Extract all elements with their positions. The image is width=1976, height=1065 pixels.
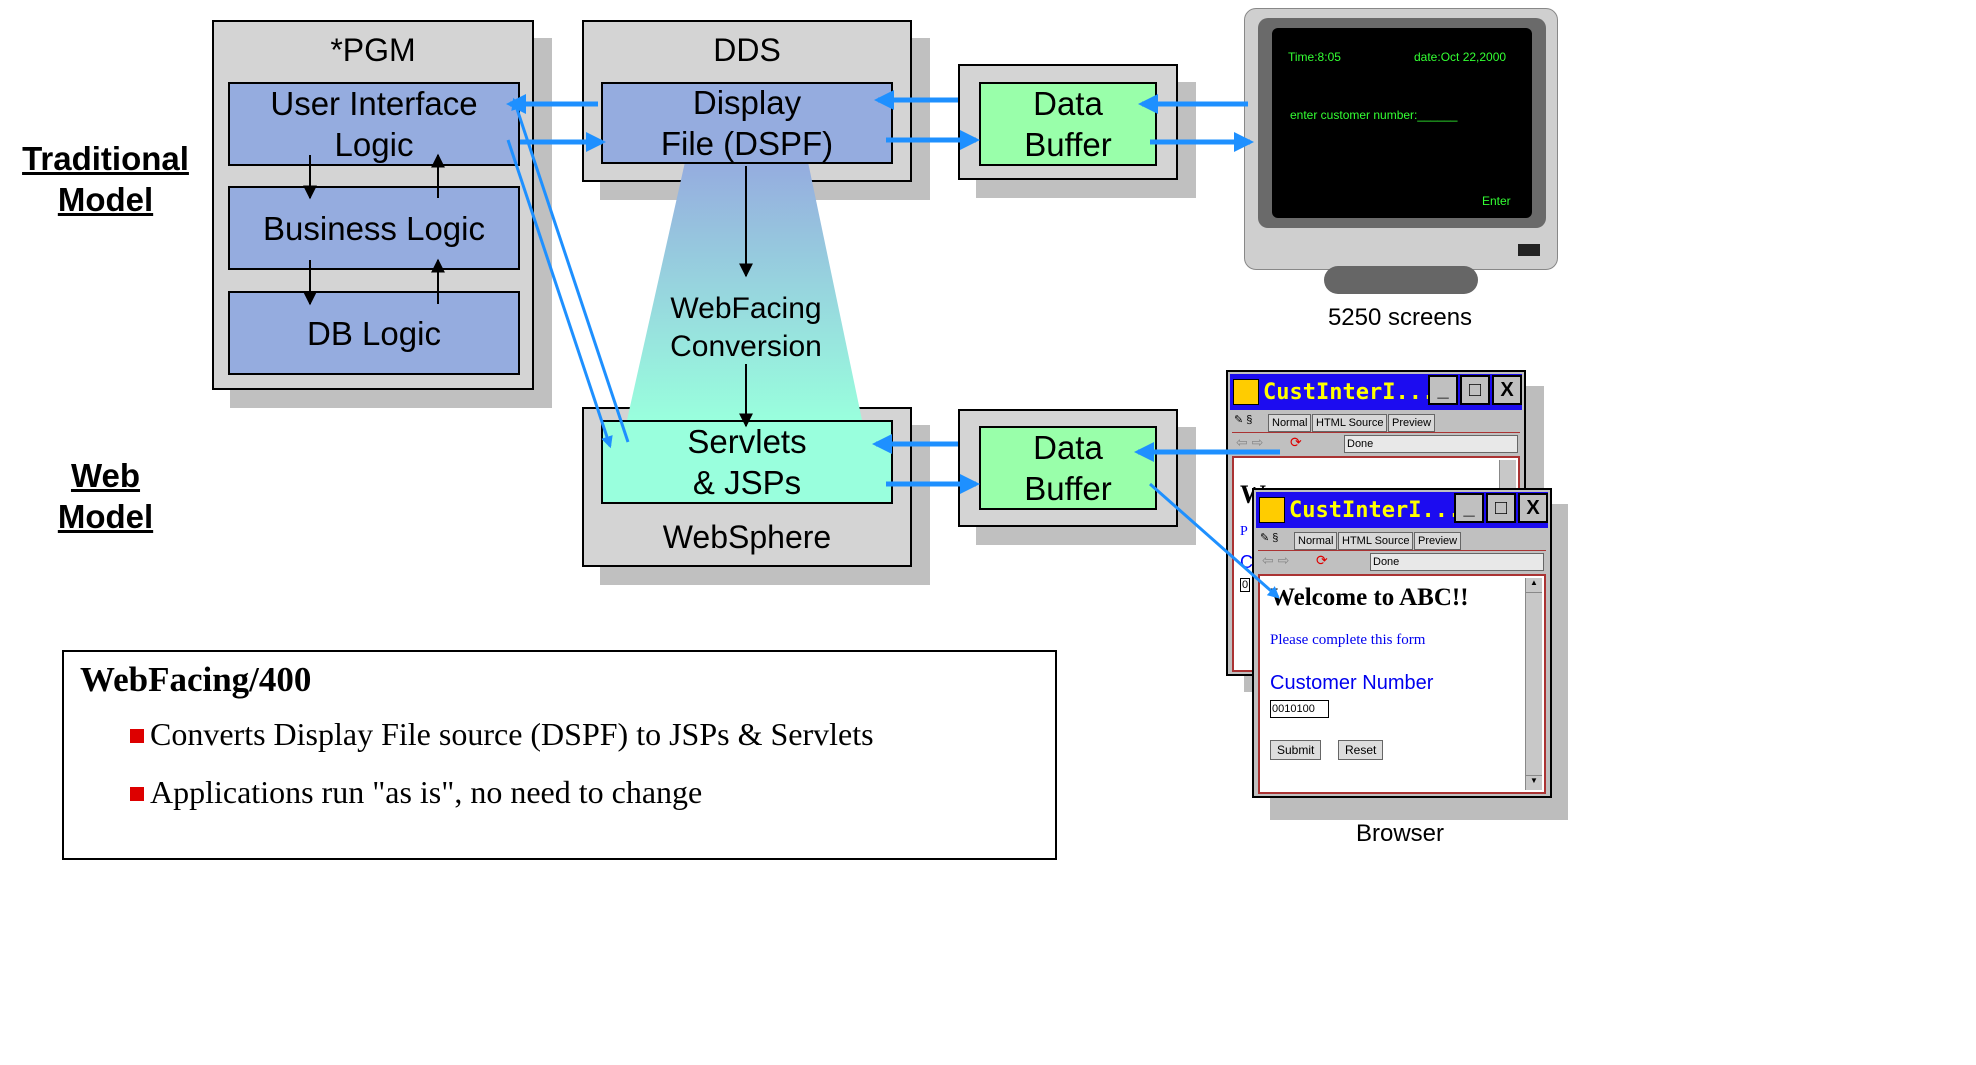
dds-title: DDS	[713, 32, 781, 68]
monitor-stand	[1324, 266, 1478, 294]
servlets-line2: & JSPs	[692, 464, 802, 501]
db-logic-box: DB Logic	[228, 291, 520, 375]
refresh-icon[interactable]: ⟳	[1290, 434, 1302, 450]
display-file-line1: Display	[692, 84, 802, 121]
bullet-1: Converts Display File source (DSPF) to J…	[130, 716, 874, 753]
edit-icon: ✎ §	[1234, 414, 1253, 426]
reset-button[interactable]: Reset	[1338, 740, 1384, 760]
bullet-2: Applications run "as is", no need to cha…	[130, 774, 702, 811]
business-logic-label: Business Logic	[263, 209, 485, 247]
front-tab-row: ✎ § Normal HTML Source Preview	[1258, 530, 1546, 550]
form-instructions: Please complete this form	[1270, 632, 1426, 648]
front-tab-html-source[interactable]: HTML Source	[1338, 532, 1414, 550]
front-nav-row: ⇦ ⇨ ⟳ Done	[1258, 550, 1546, 573]
ui-logic-line1: User Interface	[270, 85, 478, 122]
servlets-line1: Servlets	[687, 423, 807, 460]
traditional-model-label: Traditional Model	[8, 138, 203, 220]
conversion-line2: Conversion	[670, 330, 822, 363]
traditional-label-line1: Traditional	[22, 140, 189, 177]
webfacing-conversion-label: WebFacing Conversion	[640, 290, 852, 366]
back-tab-preview[interactable]: Preview	[1388, 414, 1436, 432]
edit-icon: ✎ §	[1260, 532, 1279, 544]
customer-number-input[interactable]: 0010100	[1270, 700, 1329, 718]
app-icon	[1259, 497, 1285, 523]
data-buffer-bottom-line1: Data	[1033, 429, 1103, 466]
web-label-line1: Web	[70, 457, 141, 494]
webfacing-description-box: WebFacing/400 Converts Display File sour…	[62, 650, 1057, 860]
ui-logic-line2: Logic	[334, 126, 414, 163]
back-tab-html-source[interactable]: HTML Source	[1312, 414, 1388, 432]
screen-enter: Enter	[1482, 194, 1511, 208]
bullet-square-icon	[130, 787, 144, 801]
front-tab-normal[interactable]: Normal	[1294, 532, 1338, 550]
back-arrow-icon[interactable]: ⇦ ⇨	[1236, 434, 1264, 450]
back-peek-field: 0	[1240, 578, 1251, 592]
front-tab-preview[interactable]: Preview	[1414, 532, 1462, 550]
customer-number-label: Customer Number	[1270, 672, 1434, 694]
traditional-label-line2: Model	[57, 181, 154, 218]
pgm-title: *PGM	[330, 32, 416, 68]
front-maximize-button[interactable]: □	[1486, 493, 1516, 523]
front-browser-window: CustInterI... _ □ X ✎ § Normal HTML Sour…	[1252, 488, 1552, 798]
conversion-line1: WebFacing	[670, 292, 822, 325]
submit-button[interactable]: Submit	[1270, 740, 1322, 760]
refresh-icon[interactable]: ⟳	[1316, 552, 1328, 568]
front-scrollbar[interactable]: ▲ ▼	[1525, 578, 1542, 790]
front-status: Done	[1370, 553, 1544, 571]
bullet-square-icon	[130, 729, 144, 743]
screen-date: date:Oct 22,2000	[1414, 50, 1507, 64]
back-tab-normal[interactable]: Normal	[1268, 414, 1312, 432]
scroll-up-arrow[interactable]: ▲	[1526, 578, 1542, 593]
db-logic-label: DB Logic	[307, 314, 441, 352]
back-minimize-button[interactable]: _	[1428, 375, 1458, 405]
back-peek-instructions: P	[1240, 524, 1248, 539]
monitor-power-light	[1518, 244, 1540, 256]
front-window-title: CustInterI...	[1289, 497, 1462, 523]
screen-time: Time:8:05	[1288, 50, 1341, 64]
data-buffer-top-line2: Buffer	[1024, 126, 1112, 163]
back-window-title: CustInterI...	[1263, 379, 1436, 405]
back-nav-row: ⇦ ⇨ ⟳ Done	[1232, 432, 1520, 455]
webfacing-title: WebFacing/400	[80, 660, 312, 699]
back-close-button[interactable]: X	[1492, 375, 1522, 405]
browser-caption: Browser	[1355, 820, 1445, 847]
welcome-heading: Welcome to ABC!!	[1270, 584, 1469, 611]
back-maximize-button[interactable]: □	[1460, 375, 1490, 405]
display-file-line2: File (DSPF)	[660, 125, 834, 162]
back-tab-row: ✎ § Normal HTML Source Preview	[1232, 412, 1520, 432]
front-content: ▲ ▼ Welcome to ABC!! Please complete thi…	[1258, 574, 1546, 794]
back-arrow-icon[interactable]: ⇦ ⇨	[1262, 552, 1290, 568]
back-status: Done	[1344, 435, 1518, 453]
front-close-button[interactable]: X	[1518, 493, 1548, 523]
front-minimize-button[interactable]: _	[1454, 493, 1484, 523]
scroll-down-arrow[interactable]: ▼	[1526, 775, 1542, 790]
business-logic-box: Business Logic	[228, 186, 520, 270]
screen-prompt: enter customer number:______	[1290, 108, 1458, 122]
monitor-caption: 5250 screens	[1327, 304, 1473, 331]
web-model-label: Web Model	[8, 455, 203, 537]
websphere-title: WebSphere	[662, 519, 832, 555]
bullet-1-text: Converts Display File source (DSPF) to J…	[150, 716, 874, 752]
servlets-jsps-box: Servlets & JSPs	[601, 420, 893, 504]
data-buffer-top-line1: Data	[1033, 85, 1103, 122]
monitor-screen: Time:8:05 date:Oct 22,2000 enter custome…	[1272, 28, 1532, 218]
app-icon	[1233, 379, 1259, 405]
data-buffer-bottom-line2: Buffer	[1024, 470, 1112, 507]
web-label-line2: Model	[57, 498, 154, 535]
bullet-2-text: Applications run "as is", no need to cha…	[150, 774, 703, 810]
